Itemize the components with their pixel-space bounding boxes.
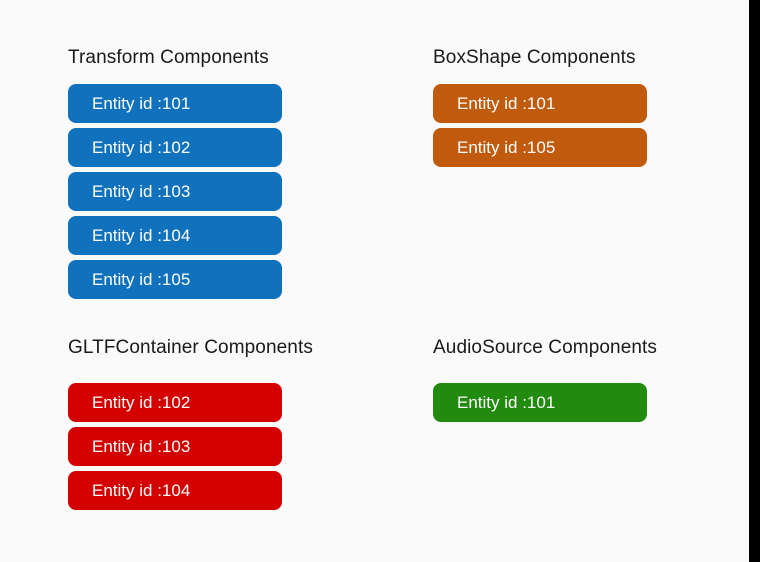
group-title-gltfcontainer: GLTFContainer Components xyxy=(68,337,313,358)
entity-chip[interactable]: Entity id :101 xyxy=(433,84,647,123)
entity-chip[interactable]: Entity id :104 xyxy=(68,216,282,255)
group-title-transform: Transform Components xyxy=(68,47,269,68)
entity-chip-list-audiosource: Entity id :101 xyxy=(433,383,657,422)
group-title-boxshape: BoxShape Components xyxy=(433,47,636,68)
group-title-audiosource: AudioSource Components xyxy=(433,337,658,358)
entity-chip[interactable]: Entity id :103 xyxy=(68,172,282,211)
entity-chip[interactable]: Entity id :103 xyxy=(68,427,282,466)
component-group-gltfcontainer: GLTFContainer Components Entity id :102 … xyxy=(68,337,313,510)
right-gutter xyxy=(749,0,760,562)
entity-chip[interactable]: Entity id :104 xyxy=(68,471,282,510)
component-group-transform: Transform Components Entity id :101 Enti… xyxy=(68,47,282,299)
entity-chip[interactable]: Entity id :101 xyxy=(433,383,647,422)
entity-chip[interactable]: Entity id :102 xyxy=(68,128,282,167)
entity-chip-list-transform: Entity id :101 Entity id :102 Entity id … xyxy=(68,84,282,299)
entity-chip[interactable]: Entity id :101 xyxy=(68,84,282,123)
entity-chip[interactable]: Entity id :105 xyxy=(433,128,647,167)
entity-chip[interactable]: Entity id :105 xyxy=(68,260,282,299)
entity-chip-list-boxshape: Entity id :101 Entity id :105 xyxy=(433,84,647,167)
entity-chip[interactable]: Entity id :102 xyxy=(68,383,282,422)
component-group-audiosource: AudioSource Components Entity id :101 xyxy=(433,337,657,422)
entity-chip-list-gltfcontainer: Entity id :102 Entity id :103 Entity id … xyxy=(68,383,313,510)
component-group-boxshape: BoxShape Components Entity id :101 Entit… xyxy=(433,47,647,167)
